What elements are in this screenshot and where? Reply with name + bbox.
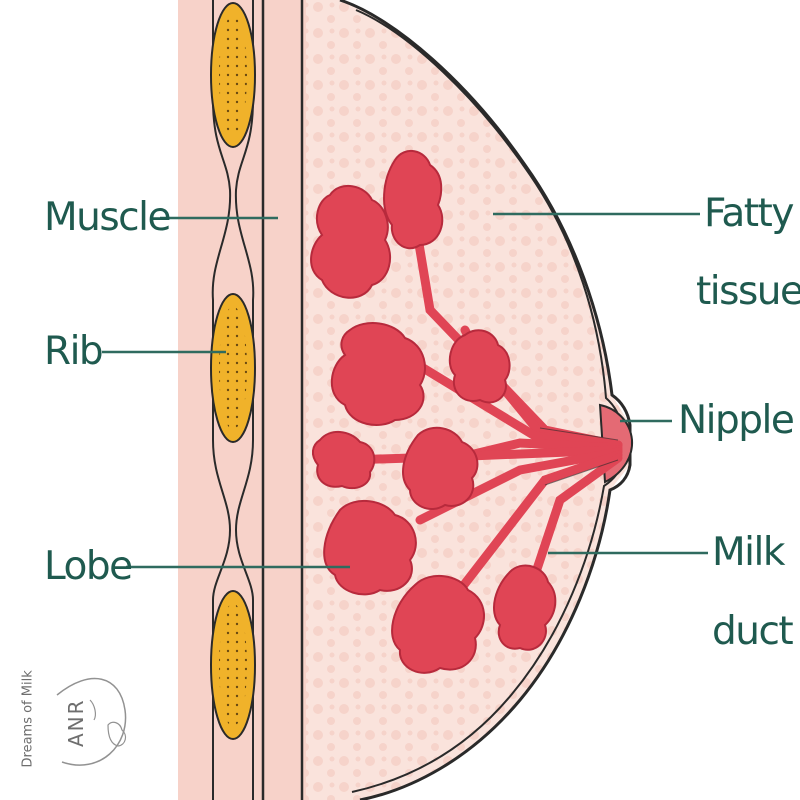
- label-fatty-line2: tissue: [696, 269, 800, 314]
- lobe-8: [391, 574, 486, 674]
- lobe-7: [323, 499, 417, 596]
- lobe-1: [310, 185, 392, 299]
- rib-middle: [210, 293, 256, 443]
- watermark-initials: ANR: [64, 698, 88, 747]
- label-muscle: Muscle: [44, 195, 171, 240]
- rib-bottom: [210, 590, 256, 740]
- breast-outline: [339, 0, 632, 800]
- label-lobe: Lobe: [44, 544, 133, 589]
- leader-lines: [102, 212, 708, 569]
- lobe-6: [402, 426, 479, 510]
- label-rib: Rib: [44, 329, 104, 374]
- lobes: [310, 150, 557, 674]
- watermark-logo: [56, 677, 127, 766]
- rib-top: [210, 2, 256, 148]
- label-fatty-line1: Fatty: [704, 191, 794, 236]
- lobe-5: [312, 431, 376, 490]
- lobe-4: [448, 329, 511, 404]
- lobe-2: [383, 150, 444, 250]
- lobe-3: [330, 322, 426, 426]
- rib-column-outline: [211, 0, 232, 800]
- label-milk-line1: Milk: [712, 530, 785, 575]
- lobe-9: [493, 564, 557, 651]
- watermark-brand: Dreams of Milk: [20, 670, 36, 768]
- label-nipple: Nipple: [678, 398, 795, 443]
- label-milk-line2: duct: [712, 609, 794, 654]
